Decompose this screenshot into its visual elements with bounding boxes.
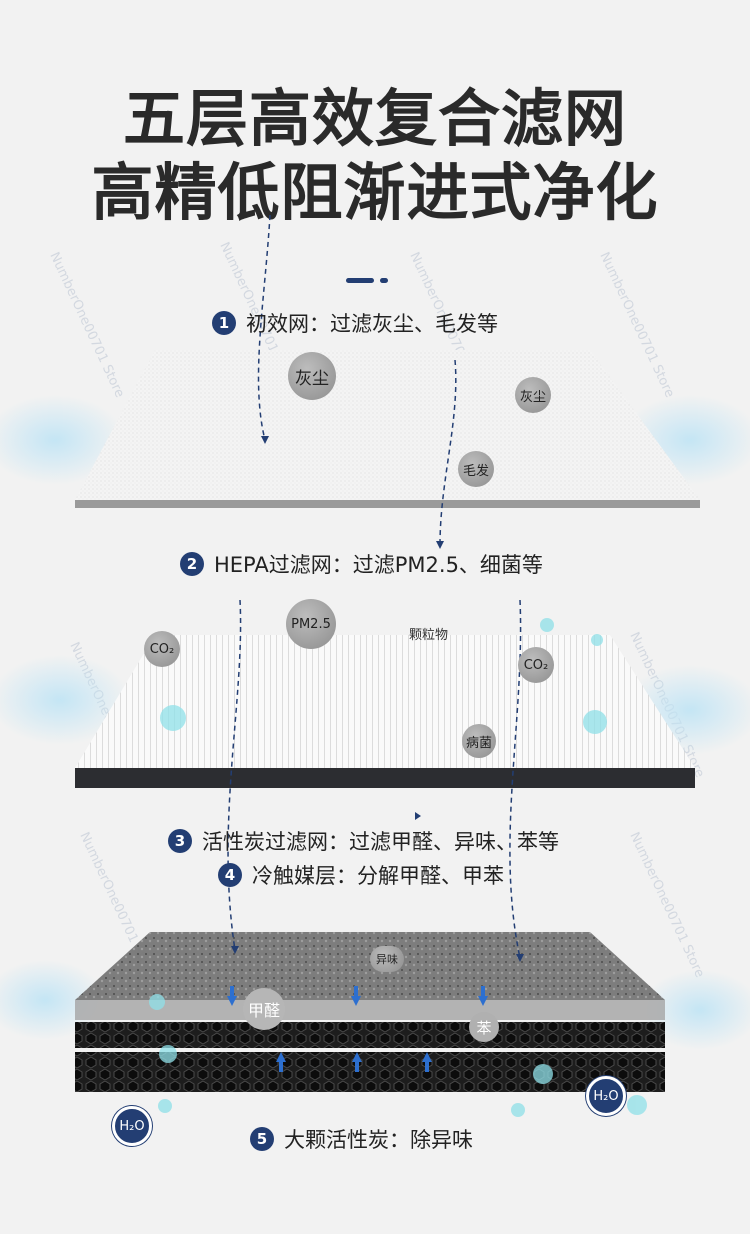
step-number: 2 bbox=[180, 552, 204, 576]
step-5: 5 大颗活性炭：除异味 bbox=[250, 1124, 473, 1154]
odor-badge: 异味 bbox=[370, 946, 404, 972]
formaldehyde-badge: 甲醛 bbox=[243, 988, 285, 1030]
step-1: 1 初效网：过滤灰尘、毛发等 bbox=[212, 308, 498, 338]
step-text: 冷触媒层：分解甲醛、甲苯 bbox=[252, 864, 504, 888]
step-number: 5 bbox=[250, 1127, 274, 1151]
headline-line-2: 高精低阻渐进式净化 bbox=[91, 156, 659, 229]
step-text: HEPA过滤网：过滤PM2.5、细菌等 bbox=[214, 553, 543, 577]
title-divider bbox=[346, 268, 388, 287]
pm25-badge: PM2.5 bbox=[286, 599, 336, 649]
headline-line-1: 五层高效复合滤网 bbox=[122, 82, 627, 155]
step-text: 初效网：过滤灰尘、毛发等 bbox=[246, 312, 498, 336]
dust-badge: 灰尘 bbox=[515, 377, 551, 413]
co2-badge: CO₂ bbox=[144, 631, 180, 667]
step-3: 3 活性炭过滤网：过滤甲醛、异味、苯等 bbox=[168, 826, 559, 856]
co2-badge: CO₂ bbox=[518, 647, 554, 683]
bacteria-badge: 病菌 bbox=[462, 724, 496, 758]
step-text: 大颗活性炭：除异味 bbox=[284, 1128, 473, 1152]
step-2: 2 HEPA过滤网：过滤PM2.5、细菌等 bbox=[180, 549, 543, 579]
hair-badge: 毛发 bbox=[458, 451, 494, 487]
step-text: 活性炭过滤网：过滤甲醛、异味、苯等 bbox=[202, 830, 559, 854]
step-number: 1 bbox=[212, 311, 236, 335]
particles-label: 颗粒物 bbox=[409, 628, 449, 643]
step-number: 4 bbox=[218, 863, 242, 887]
step-number: 3 bbox=[168, 829, 192, 853]
h2o-badge: H₂O bbox=[586, 1076, 626, 1116]
step-4: 4 冷触媒层：分解甲醛、甲苯 bbox=[218, 860, 504, 890]
benzene-badge: 苯 bbox=[469, 1012, 499, 1042]
dust-badge: 灰尘 bbox=[288, 352, 336, 400]
h2o-badge: H₂O bbox=[112, 1106, 152, 1146]
